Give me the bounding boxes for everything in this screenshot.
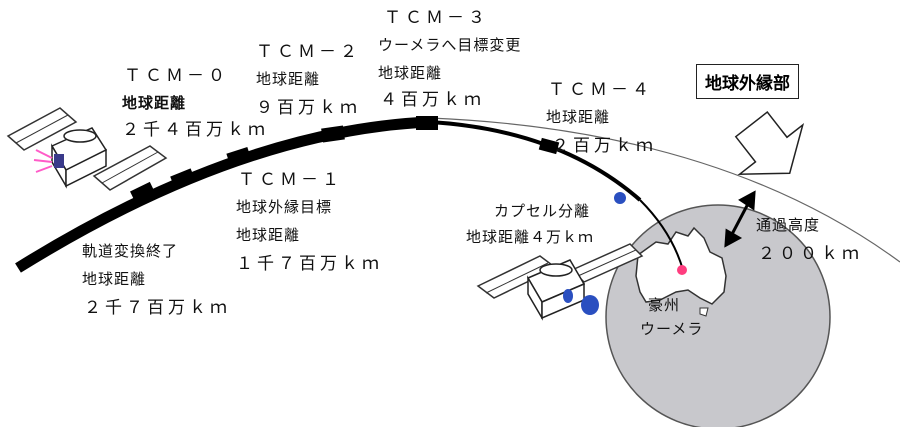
marker-tcm0 [170,168,196,190]
tcm3-line1: ウーメラへ目標変更 [378,36,522,54]
tcm4-line2: ２百万ｋｍ [552,136,657,156]
marker-orbit-change [130,181,156,205]
tcm2-line2: ９百万ｋｍ [256,98,361,118]
tcm4-title: ＴＣＭ－４ [548,80,653,100]
pass-altitude-line1: 通過高度 [756,216,821,234]
marker-tcm1 [226,146,252,168]
tcm1-line2: 地球距離 [236,226,301,244]
outer-edge-box: 地球外縁部 [696,64,799,99]
orbit-change-line3: ２千７百万ｋｍ [84,298,231,318]
marker-tcm4 [538,137,560,155]
tcm0-title: ＴＣＭ－０ [124,66,229,86]
capsule-separation-dot [614,192,626,204]
tcm3-line2: 地球距離 [378,64,443,82]
trajectory-inner [639,199,684,271]
tasmania [699,307,709,317]
tcm1-title: ＴＣＭ－１ [238,170,343,190]
orbit-change-line1: 軌道変換終了 [82,242,179,260]
destination-line1: 豪州 [648,296,681,314]
tcm3-line3: ４百万ｋｍ [380,90,485,110]
earth [605,204,831,427]
destination-line2: ウーメラ [640,320,704,338]
marker-tcm3 [416,116,438,130]
tcm4-line1: 地球距離 [546,108,611,126]
tcm1-line1: 地球外縁目標 [236,198,333,216]
tcm0-line1: 地球距離 [122,94,187,112]
marker-tcm2 [321,125,345,143]
tcm1-line3: １千７百万ｋｍ [236,254,383,274]
tcm0-line2: ２千４百万ｋｍ [122,120,269,140]
tcm2-line1: 地球距離 [256,70,321,88]
double-arrow-icon [724,190,756,248]
spacecraft-icon [476,243,644,321]
tcm2-title: ＴＣＭ－２ [256,42,361,62]
pass-altitude-line2: ２００ｋｍ [758,244,863,264]
outer-edge-arc [429,117,900,263]
capsule-line2: 地球距離４万ｋｍ [466,228,595,246]
capsule-line1: カプセル分離 [494,202,591,220]
trajectory-mid [429,120,642,202]
spacecraft-icon [6,107,168,191]
tcm3-title: ＴＣＭ－３ [384,8,489,28]
target-dot [677,265,687,275]
orbit-change-line2: 地球距離 [82,270,147,288]
hollow-arrow-icon [734,110,805,175]
